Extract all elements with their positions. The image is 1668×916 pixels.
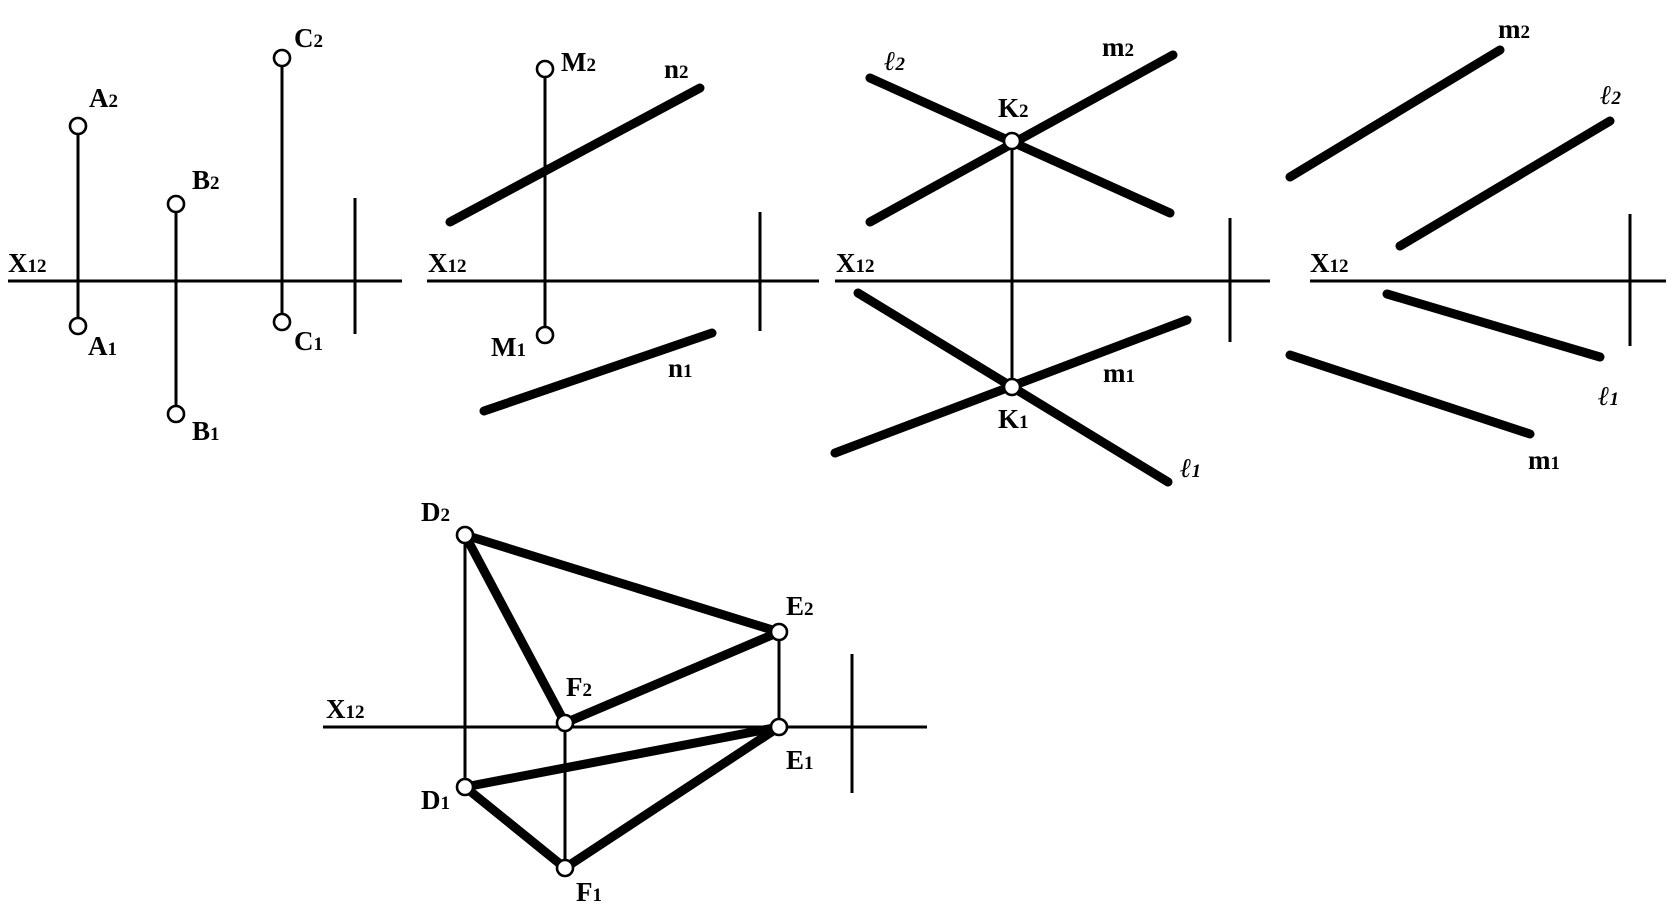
label-b1: B1 xyxy=(192,416,220,446)
label-l1: ℓ1 xyxy=(1180,453,1201,483)
label-c1: C1 xyxy=(294,326,323,356)
point-m1 xyxy=(535,325,555,345)
label-k1: K1 xyxy=(998,404,1029,434)
edge-d1-e1 xyxy=(460,722,784,792)
label-m2: M2 xyxy=(561,47,596,77)
label-m2: m2 xyxy=(1498,14,1530,44)
label-e1: E1 xyxy=(786,745,814,775)
label-e2: E2 xyxy=(786,591,814,621)
edge-d1-f1 xyxy=(460,782,570,873)
label-m2: m2 xyxy=(1102,32,1134,62)
axis-label: X12 xyxy=(326,694,365,724)
label-n1: n1 xyxy=(668,353,693,383)
figure-points: X12 A2 A1 B2 B1 C2 C1 xyxy=(8,23,402,446)
label-f2: F2 xyxy=(566,672,592,702)
edge-d2-e2 xyxy=(460,530,784,637)
label-k2: K2 xyxy=(998,93,1029,123)
axis-label: X12 xyxy=(1310,248,1349,278)
figure-intersecting-lines: X12 ℓ2 m2 K2 m1 K1 ℓ1 xyxy=(830,32,1270,487)
line-n2 xyxy=(445,83,705,227)
point-a2 xyxy=(68,116,88,136)
point-m2 xyxy=(535,59,555,79)
point-c2 xyxy=(272,48,292,68)
point-d1 xyxy=(455,777,475,797)
point-f2 xyxy=(555,713,575,733)
label-l2: ℓ2 xyxy=(884,46,906,76)
label-l2: ℓ2 xyxy=(1600,80,1622,110)
point-b1 xyxy=(166,404,186,424)
label-m1: M1 xyxy=(491,332,526,362)
point-d2 xyxy=(455,525,475,545)
label-a2: A2 xyxy=(89,83,118,113)
line-l2 xyxy=(1395,116,1615,251)
line-m1 xyxy=(1285,350,1535,439)
point-k2 xyxy=(1002,131,1022,151)
figure-skew-lines: X12 m2 ℓ2 ℓ1 m1 xyxy=(1285,14,1666,475)
label-f1: F1 xyxy=(576,877,602,907)
edge-d2-f2 xyxy=(460,530,570,728)
line-l1 xyxy=(1382,289,1605,362)
axis-label: X12 xyxy=(8,248,47,278)
edge-f2-e2 xyxy=(560,627,784,728)
label-a1: A1 xyxy=(88,331,117,361)
axis-label: X12 xyxy=(836,248,875,278)
line-m2 xyxy=(865,50,1178,227)
label-l1: ℓ1 xyxy=(1598,381,1619,411)
label-d1: D1 xyxy=(421,785,450,815)
point-f1 xyxy=(555,858,575,878)
figure-triangle: X12 D2 E2 F2 E1 D1 F1 xyxy=(323,497,927,907)
label-d2: D2 xyxy=(421,497,450,527)
point-b2 xyxy=(166,194,186,214)
label-c2: C2 xyxy=(294,23,323,53)
label-m1: m1 xyxy=(1528,445,1560,475)
point-e2 xyxy=(769,622,789,642)
figure-point-and-line: X12 M2 M1 n2 n1 xyxy=(427,47,819,416)
point-a1 xyxy=(68,316,88,336)
axis-label: X12 xyxy=(428,248,467,278)
line-m2 xyxy=(1285,45,1505,182)
point-e1 xyxy=(769,717,789,737)
label-n2: n2 xyxy=(664,54,689,84)
point-k1 xyxy=(1002,377,1022,397)
line-n1 xyxy=(479,328,717,416)
label-m1: m1 xyxy=(1103,358,1135,388)
label-b2: B2 xyxy=(192,165,220,195)
point-c1 xyxy=(272,312,292,332)
edge-f1-e1 xyxy=(560,722,784,873)
